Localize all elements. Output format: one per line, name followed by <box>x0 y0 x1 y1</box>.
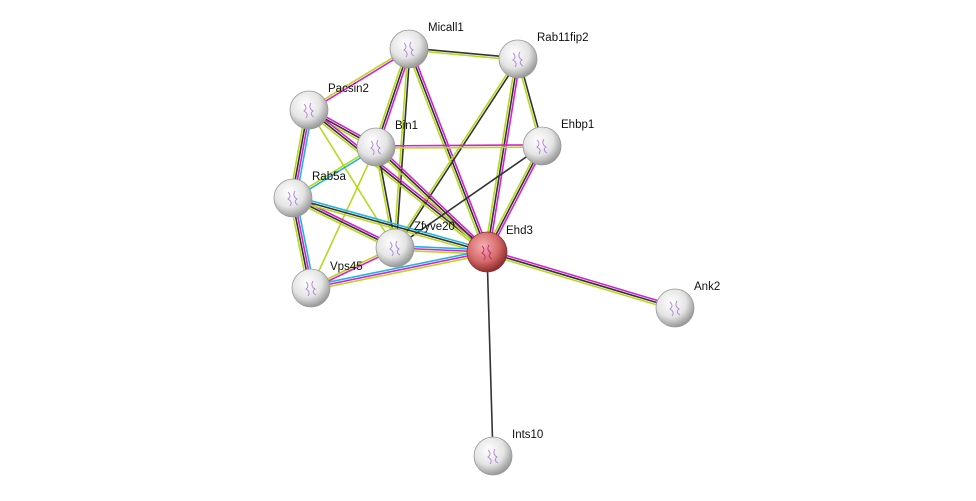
node-label: Rab11fip2 <box>537 32 589 44</box>
protein-structure-icon <box>512 51 524 68</box>
edge-ehd3-ank2[interactable] <box>486 249 676 311</box>
node-label: Zfyve20 <box>414 221 455 233</box>
evidence-line-yellow <box>486 253 675 311</box>
evidence-line-magenta <box>309 49 410 112</box>
evidence-line-black <box>292 197 488 253</box>
node-bubble[interactable] <box>522 126 562 166</box>
node-rab11fip2[interactable]: Rab11fip2 <box>498 32 589 79</box>
protein-structure-icon <box>305 280 317 297</box>
node-bubble[interactable] <box>498 39 538 79</box>
edge-micall1-ehd3[interactable] <box>406 47 490 254</box>
evidence-line-cyan <box>293 195 488 251</box>
evidence-line-magenta <box>487 249 676 307</box>
edge-micall1-pacsin2[interactable] <box>308 47 410 112</box>
evidence-line-yellow <box>373 148 487 255</box>
protein-structure-icon <box>669 300 681 317</box>
protein-structure-icon <box>481 244 493 261</box>
evidence-line-yellow <box>311 253 488 291</box>
node-bubble[interactable] <box>375 228 415 268</box>
node-label: Ehbp1 <box>561 119 594 131</box>
evidence-line-yellow <box>308 47 409 110</box>
evidence-line-black <box>375 146 488 253</box>
node-bubble[interactable] <box>356 127 396 167</box>
node-vps45[interactable]: Vps45 <box>291 261 363 308</box>
node-ank2[interactable]: Ank2 <box>655 281 720 328</box>
node-label: Ank2 <box>694 281 720 293</box>
node-bubble[interactable] <box>389 29 429 69</box>
evidence-line-yellow <box>307 111 487 255</box>
protein-structure-icon <box>536 138 548 155</box>
node-ints10[interactable]: Ints10 <box>473 429 543 476</box>
node-bubble[interactable] <box>655 288 695 328</box>
evidence-line-yellow <box>376 146 543 149</box>
node-bubble[interactable] <box>273 178 313 218</box>
evidence-line-black <box>486 251 494 457</box>
node-label: Bin1 <box>395 120 418 132</box>
protein-structure-icon <box>403 41 415 58</box>
evidence-line-cyan <box>310 249 487 287</box>
edge-pacsin2-ehd3[interactable] <box>307 107 489 255</box>
node-bubble[interactable] <box>291 268 331 308</box>
protein-structure-icon <box>303 102 315 119</box>
evidence-line-black <box>308 109 488 253</box>
evidence-line-yellow <box>484 58 517 252</box>
evidence-line-yellow <box>393 57 518 248</box>
edge-bin1-ehd3[interactable] <box>373 144 490 255</box>
protein-structure-icon <box>370 139 382 156</box>
edge-rab5a-ehd3[interactable] <box>292 195 488 255</box>
edge-ehd3-ints10[interactable] <box>486 251 494 457</box>
node-zfyve20[interactable]: Zfyve20 <box>375 221 455 268</box>
node-label: Ehd3 <box>506 225 533 237</box>
node-rab5a[interactable]: Rab5a <box>273 171 346 218</box>
evidence-line-black <box>395 59 520 250</box>
edge-bin1-ehbp1[interactable] <box>375 144 543 149</box>
edge-vps45-ehd3[interactable] <box>310 249 488 291</box>
evidence-line-magenta <box>375 144 542 147</box>
node-label: Ints10 <box>512 429 543 441</box>
node-bubble[interactable] <box>289 90 329 130</box>
evidence-line-yellow <box>292 199 487 255</box>
node-ehbp1[interactable]: Ehbp1 <box>522 119 594 166</box>
evidence-line-black <box>408 48 488 253</box>
evidence-line-black <box>486 58 519 253</box>
protein-structure-icon <box>389 240 401 257</box>
node-label: Rab5a <box>312 171 346 183</box>
evidence-line-magenta <box>310 251 488 289</box>
evidence-line-yellow <box>406 49 486 254</box>
evidence-line-magenta <box>488 59 521 253</box>
node-bubble[interactable] <box>473 436 513 476</box>
node-ehd3[interactable]: Ehd3 <box>466 225 533 273</box>
protein-structure-icon <box>287 190 299 207</box>
node-pacsin2[interactable]: Pacsin2 <box>289 83 369 130</box>
evidence-line-magenta <box>376 144 490 251</box>
node-bin1[interactable]: Bin1 <box>356 120 418 167</box>
evidence-line-black <box>486 251 676 309</box>
evidence-line-magenta <box>309 107 489 251</box>
evidence-line-magenta <box>410 47 490 252</box>
node-label: Pacsin2 <box>328 83 369 95</box>
evidence-line-yellow <box>310 146 377 289</box>
edge-rab11fip2-zfyve20[interactable] <box>393 57 520 250</box>
node-micall1[interactable]: Micall1 <box>389 22 464 69</box>
edge-bin1-vps45[interactable] <box>310 146 377 289</box>
edge-rab11fip2-ehd3[interactable] <box>484 58 521 253</box>
node-label: Micall1 <box>428 22 464 34</box>
protein-structure-icon <box>487 448 499 465</box>
node-label: Vps45 <box>330 261 363 273</box>
node-bubble[interactable] <box>466 231 508 273</box>
